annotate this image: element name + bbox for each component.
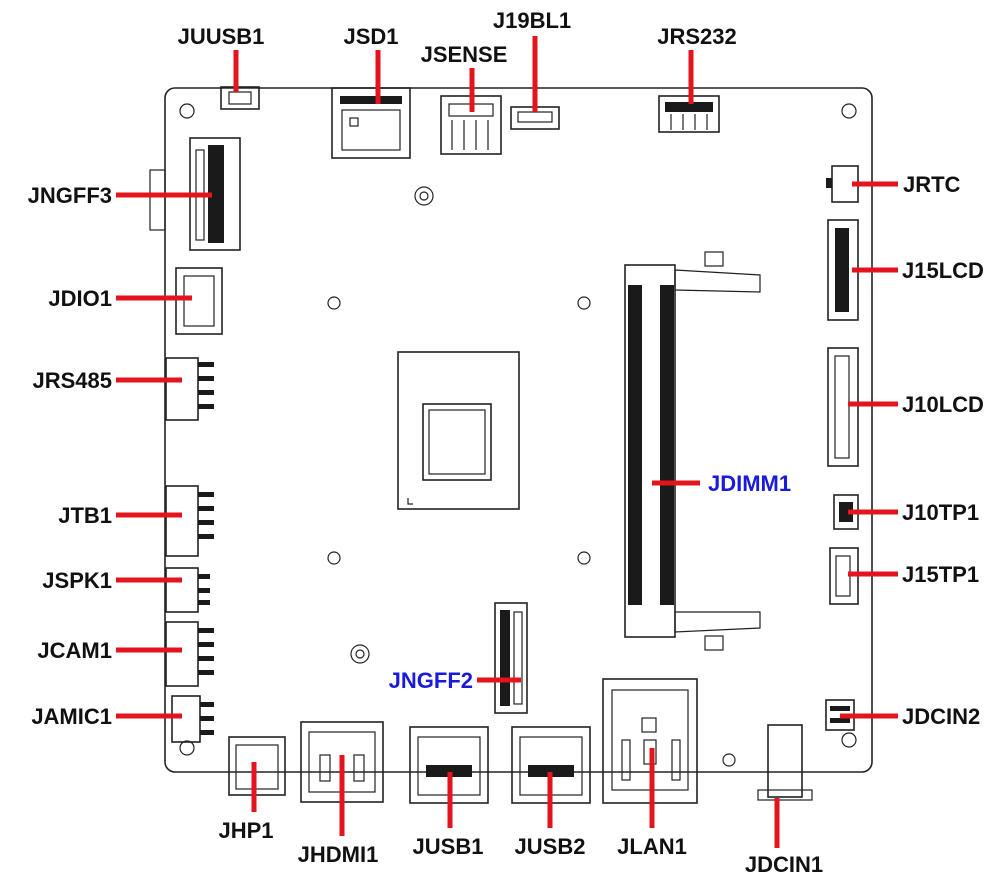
jsd1-connector — [331, 87, 411, 159]
jamic1-connector — [171, 695, 214, 743]
jtb1-connector — [165, 485, 214, 557]
label-jrtc: JRTC — [903, 172, 961, 197]
juusb1-connector — [220, 86, 260, 110]
label-jdio1: JDIO1 — [48, 286, 112, 311]
label-j10lcd: J10LCD — [902, 392, 984, 417]
label-j19bl1: J19BL1 — [493, 8, 571, 33]
mounting-holes — [179, 103, 857, 756]
label-jtb1: JTB1 — [58, 503, 112, 528]
label-jhp1: JHP1 — [218, 818, 273, 843]
label-jhdmi1: JHDMI1 — [298, 842, 379, 867]
label-jspk1: JSPK1 — [42, 568, 112, 593]
j10lcd-connector — [827, 347, 859, 467]
label-jrs232: JRS232 — [657, 24, 737, 49]
leader-lines — [116, 36, 898, 848]
jcam1-connector — [165, 621, 214, 687]
jdcin1-connector — [722, 724, 813, 801]
jdimm1-slot — [624, 251, 761, 651]
label-jdcin1: JDCIN1 — [745, 852, 823, 877]
jspk1-connector — [165, 567, 210, 613]
label-jdimm1: JDIMM1 — [708, 471, 791, 496]
connector-labels: JUUSB1 JSD1 JSENSE J19BL1 JRS232 JNGFF3 … — [28, 8, 984, 877]
jngff3-connector — [149, 137, 241, 251]
label-jrs485: JRS485 — [32, 368, 112, 393]
label-jlan1: JLAN1 — [617, 834, 687, 859]
label-jusb2: JUSB2 — [515, 834, 586, 859]
jngff2-slot — [494, 602, 528, 714]
jrs485-connector — [165, 357, 214, 421]
label-jngff3: JNGFF3 — [28, 183, 112, 208]
board-outline — [164, 87, 873, 773]
label-j15lcd: J15LCD — [902, 258, 984, 283]
label-jdcin2: JDCIN2 — [902, 704, 980, 729]
label-jngff2: JNGFF2 — [389, 668, 473, 693]
label-jsense: JSENSE — [421, 42, 508, 67]
label-jcam1: JCAM1 — [37, 638, 112, 663]
label-jamic1: JAMIC1 — [31, 704, 112, 729]
label-jsd1: JSD1 — [343, 24, 398, 49]
label-juusb1: JUUSB1 — [178, 24, 265, 49]
label-j15tp1: J15TP1 — [902, 562, 979, 587]
label-jusb1: JUSB1 — [413, 834, 484, 859]
jhp1-connector — [228, 736, 286, 796]
cpu-package — [397, 351, 520, 510]
label-j10tp1: J10TP1 — [902, 500, 979, 525]
jdio1-connector — [175, 267, 223, 335]
